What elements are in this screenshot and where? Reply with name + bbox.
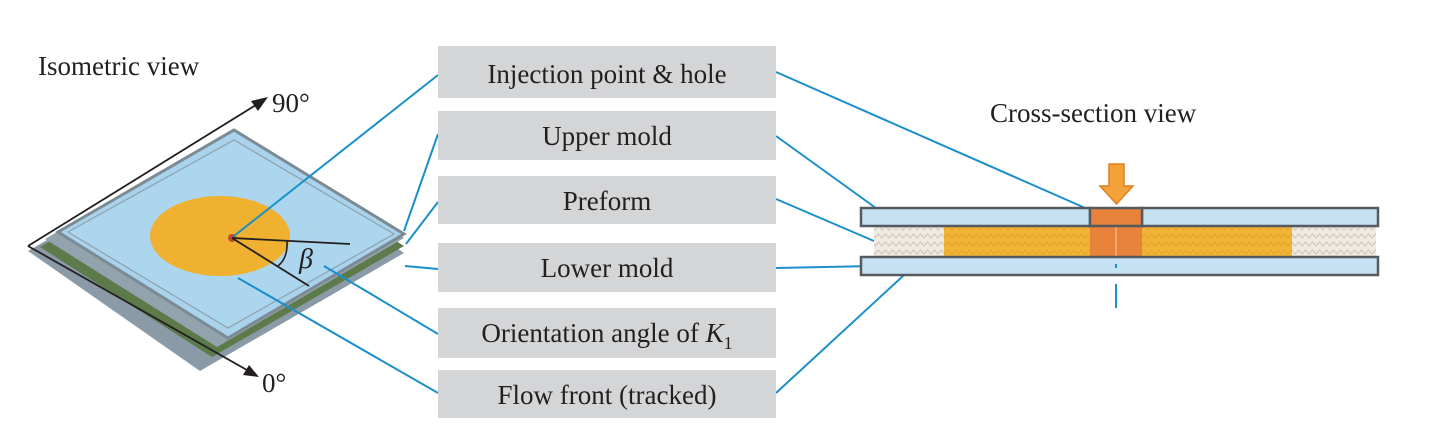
leader-lower-mold-iso	[404, 265, 439, 270]
label-box-bg	[438, 111, 776, 160]
label-box-orientation: Orientation angle of K1	[438, 308, 776, 358]
dry-fiber-right	[1292, 226, 1376, 256]
k1-direction-line	[231, 237, 310, 287]
label-box-injection: Injection point & hole	[438, 46, 776, 98]
label-orientation-var: K	[705, 318, 726, 348]
leader-flow-front-iso	[237, 277, 439, 394]
label-box-upper-mold: Upper mold	[438, 111, 776, 160]
leader-preform-iso	[405, 201, 439, 245]
dry-fiber-left	[874, 226, 944, 256]
axis-0-line	[27, 245, 255, 375]
isometric-axes: 90° 0°	[27, 88, 310, 398]
injection-hole	[1088, 206, 1144, 228]
label-lower-mold: Lower mold	[541, 253, 674, 283]
upper-mold-plate-right	[1140, 206, 1380, 228]
leader-upper-mold-iso	[403, 133, 439, 232]
upper-mold-plate-left	[859, 206, 1092, 228]
axis-90-label: 90°	[272, 88, 310, 118]
leader-preform-cross	[775, 198, 875, 242]
label-injection: Injection point & hole	[487, 59, 726, 89]
label-orientation-sub: 1	[724, 333, 733, 353]
leader-lines	[233, 71, 1109, 394]
label-box-bg	[438, 46, 776, 98]
label-upper-mold: Upper mold	[542, 121, 672, 151]
label-box-preform: Preform	[438, 176, 776, 224]
isometric-view-title: Isometric view	[38, 51, 200, 81]
leader-injection-iso	[233, 74, 439, 237]
label-orientation: Orientation angle of K1	[481, 318, 732, 353]
label-box-bg	[438, 370, 776, 418]
beta-symbol: β	[298, 244, 313, 275]
cross-section-title: Cross-section view	[990, 98, 1197, 128]
axis-90-arrowhead	[251, 97, 268, 111]
reference-line	[231, 237, 351, 245]
label-orientation-text: Orientation angle of	[481, 318, 705, 348]
leader-upper-mold-cross	[775, 135, 881, 212]
axis-0-label: 0°	[262, 368, 286, 398]
label-flow-front: Flow front (tracked)	[498, 380, 717, 410]
leader-injection-cross	[775, 71, 1109, 219]
label-box-bg	[438, 176, 776, 224]
lower-mold-plate	[859, 255, 1380, 277]
resin-flow-front	[150, 196, 290, 276]
label-box-flow-front: Flow front (tracked)	[438, 370, 776, 418]
injection-arrow-icon	[1098, 163, 1135, 206]
leader-lower-mold-cross	[775, 265, 875, 269]
cross-section	[859, 163, 1380, 308]
label-box-lower-mold: Lower mold	[438, 243, 776, 292]
isometric-mold: β	[28, 128, 407, 371]
label-box-bg	[438, 243, 776, 292]
axis-0-arrowhead	[243, 365, 259, 377]
leader-orientation	[323, 265, 439, 335]
beta-arc	[277, 240, 288, 267]
axis-90-line	[27, 99, 265, 247]
label-preform: Preform	[563, 186, 651, 216]
label-box-bg	[438, 308, 776, 358]
